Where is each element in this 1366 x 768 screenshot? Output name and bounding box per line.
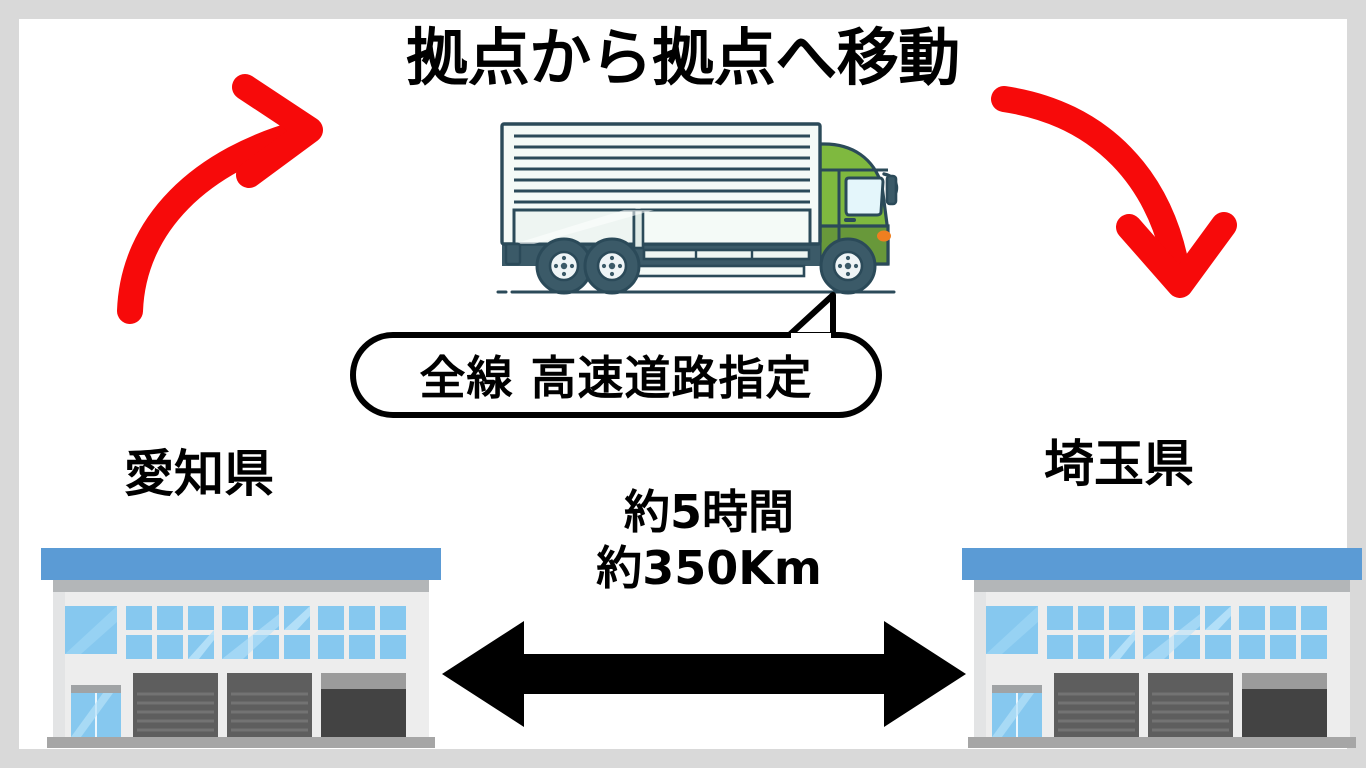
warehouse-icon-right: [962, 548, 1362, 748]
red-curved-arrow-right-container: [984, 37, 1274, 337]
callout-container: 全線 高速道路指定: [339, 291, 899, 423]
red-curved-arrow-left-container: [89, 41, 369, 331]
slide-canvas: 拠点から拠点へ移動: [19, 19, 1362, 749]
callout-text-wrap: 全線 高速道路指定: [353, 335, 879, 415]
double-arrow-container: [424, 609, 984, 739]
building-right-container: [952, 542, 1366, 754]
red-curved-arrow-right-icon: [117, 74, 323, 324]
callout-bubble: [350, 292, 882, 418]
page-title: 拠点から拠点へ移動: [406, 21, 960, 94]
building-left-container: [31, 542, 451, 754]
truck-illustration-container: [484, 114, 914, 309]
travel-distance: 約350Km: [596, 541, 822, 596]
truck-wheel-group: [535, 237, 877, 295]
distance-info: 約5時間 約350Km: [449, 484, 969, 596]
delivery-truck-icon: [496, 122, 899, 295]
location-label-left: 愛知県: [124, 445, 274, 503]
warehouse-icon-left: [41, 548, 441, 748]
red-curved-arrow-down-icon: [991, 86, 1237, 298]
location-label-right: 埼玉県: [1044, 435, 1194, 493]
callout-text: 全線 高速道路指定: [419, 351, 813, 405]
travel-time: 約5時間: [623, 485, 794, 539]
black-double-arrow-icon: [442, 621, 966, 727]
